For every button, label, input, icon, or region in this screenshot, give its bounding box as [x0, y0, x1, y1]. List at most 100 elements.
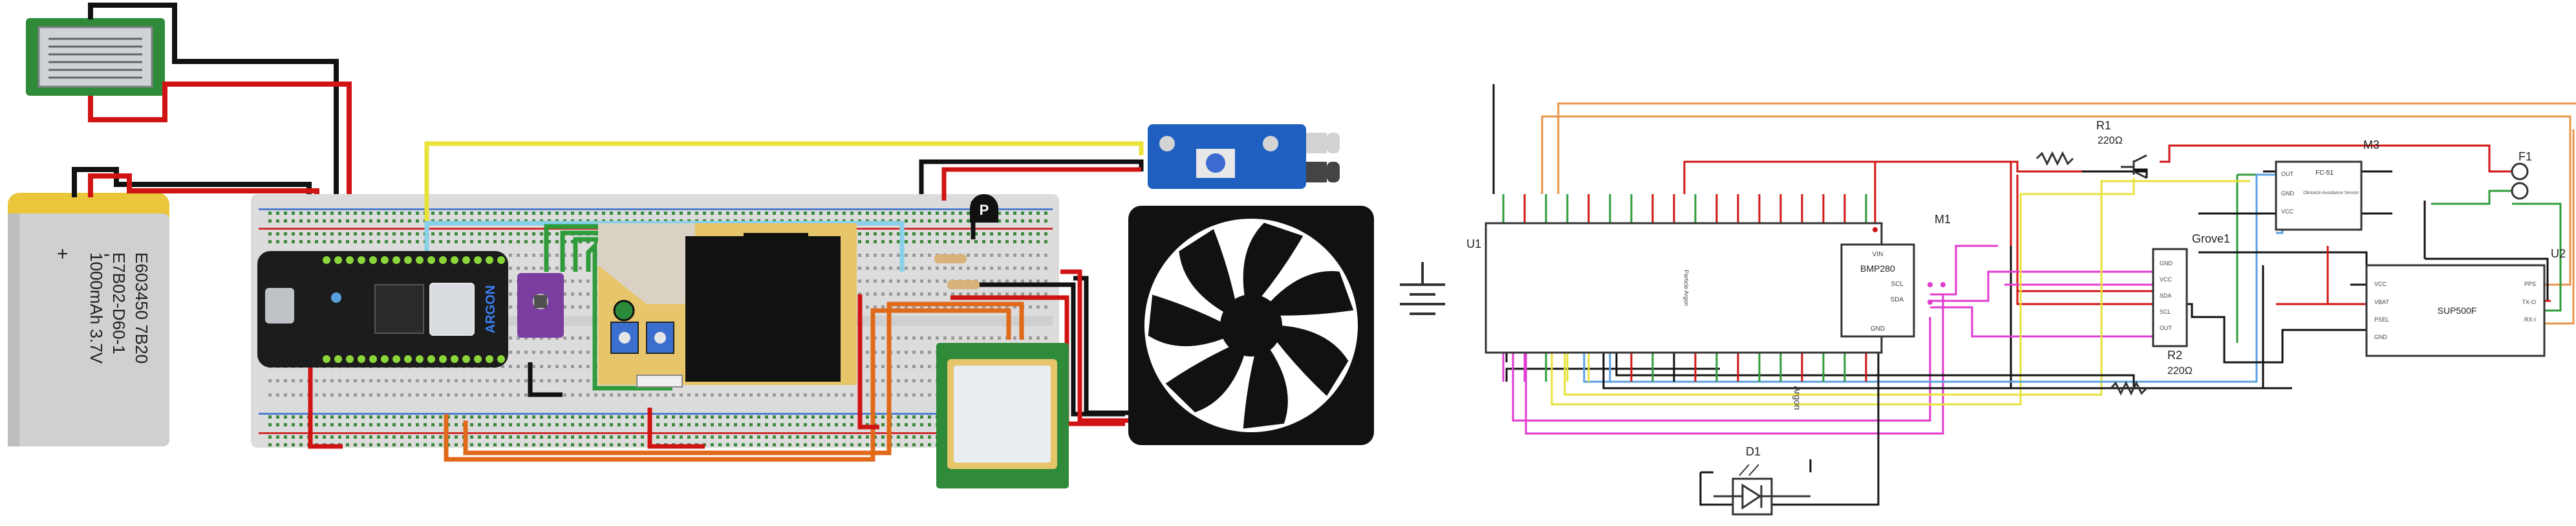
breadboard-hole	[416, 435, 419, 439]
breadboard-hole	[633, 415, 636, 419]
breadboard-hole	[928, 351, 931, 354]
breadboard-hole	[470, 443, 473, 446]
breadboard-hole	[1013, 279, 1016, 283]
breadboard-hole	[858, 267, 861, 270]
breadboard-hole	[734, 415, 737, 419]
breadboard-hole	[276, 219, 279, 223]
breadboard-hole	[586, 279, 590, 283]
breadboard-hole	[532, 240, 535, 243]
u2-pin-rxi: RX-I	[2524, 316, 2536, 323]
breadboard-hole	[509, 393, 512, 397]
breadboard-hole	[361, 219, 365, 223]
breadboard-hole	[858, 279, 861, 283]
u1-part: Particle Argon	[1683, 270, 1690, 306]
m1-pin-vin: VIN	[1873, 251, 1884, 258]
breadboard-hole	[555, 415, 559, 419]
breadboard-hole	[1005, 254, 1009, 257]
u2-part: SUP500F	[2438, 305, 2477, 316]
breadboard-hole	[912, 393, 916, 397]
breadboard-hole	[431, 212, 435, 215]
breadboard-hole	[586, 365, 590, 368]
r1-ref: R1	[2096, 119, 2111, 132]
breadboard-hole	[268, 379, 272, 382]
breadboard-hole	[765, 212, 768, 215]
breadboard-hole	[780, 423, 784, 426]
breadboard-hole	[687, 423, 691, 426]
breadboard-hole	[804, 212, 807, 215]
breadboard-hole	[307, 212, 310, 215]
breadboard-hole	[718, 443, 722, 446]
breadboard-hole	[416, 379, 419, 382]
breadboard-hole	[912, 305, 916, 309]
breadboard-hole	[299, 415, 303, 419]
m1-pin-scl: SCL	[1891, 281, 1904, 288]
breadboard-hole	[509, 279, 512, 283]
breadboard-hole	[268, 423, 272, 426]
breadboard-hole	[936, 212, 939, 215]
breadboard-hole	[928, 415, 931, 419]
breadboard-hole	[718, 393, 722, 397]
breadboard-hole	[532, 232, 535, 236]
breadboard-hole	[532, 423, 535, 426]
breadboard-hole	[400, 379, 403, 382]
breadboard-hole	[920, 292, 923, 296]
breadboard-hole	[680, 393, 683, 397]
breadboard-hole	[579, 292, 582, 296]
r1-resistor: R1 220Ω	[2035, 119, 2123, 166]
breadboard-hole	[594, 415, 597, 419]
breadboard-hole	[524, 435, 528, 439]
breadboard-hole	[548, 232, 551, 236]
breadboard-hole	[920, 267, 923, 270]
breadboard-hole	[408, 219, 411, 223]
breadboard-hole	[967, 212, 970, 215]
breadboard-hole	[571, 365, 574, 368]
breadboard-hole	[586, 212, 590, 215]
mcu-pin	[369, 256, 377, 264]
breadboard-hole	[835, 423, 838, 426]
breadboard-hole	[936, 292, 939, 296]
breadboard-hole	[563, 336, 566, 340]
breadboard-hole	[687, 415, 691, 419]
breadboard-hole	[594, 393, 597, 397]
breadboard-hole	[1036, 305, 1040, 309]
breadboard-hole	[912, 379, 916, 382]
breadboard-hole	[1013, 336, 1016, 340]
breadboard-hole	[330, 435, 334, 439]
mcu-pin	[474, 256, 482, 264]
breadboard-hole	[1044, 292, 1047, 296]
breadboard-hole	[548, 379, 551, 382]
breadboard-hole	[912, 351, 916, 354]
breadboard-hole	[299, 212, 303, 215]
breadboard-hole	[1005, 279, 1009, 283]
breadboard-hole	[881, 279, 885, 283]
breadboard-hole	[517, 254, 520, 257]
breadboard-hole	[517, 443, 520, 446]
mcu-pin	[474, 355, 482, 363]
breadboard-hole	[765, 435, 768, 439]
breadboard-hole	[850, 415, 853, 419]
breadboard-hole	[431, 232, 435, 236]
breadboard-hole	[905, 232, 908, 236]
breadboard-hole	[330, 379, 334, 382]
breadboard-hole	[773, 435, 776, 439]
breadboard-hole	[951, 267, 954, 270]
breadboard-hole	[338, 415, 341, 419]
breadboard-hole	[672, 423, 675, 426]
breadboard-hole	[936, 336, 939, 340]
breadboard-hole	[990, 254, 993, 257]
breadboard-hole	[315, 240, 318, 243]
breadboard-hole	[400, 240, 403, 243]
breadboard-hole	[905, 336, 908, 340]
breadboard-hole	[843, 423, 846, 426]
breadboard-hole	[579, 254, 582, 257]
breadboard-hole	[718, 212, 722, 215]
mcu-pin	[462, 355, 470, 363]
breadboard-hole	[408, 393, 411, 397]
breadboard-hole	[959, 232, 962, 236]
breadboard-hole	[524, 212, 528, 215]
breadboard-hole	[920, 232, 923, 236]
breadboard-hole	[486, 423, 489, 426]
breadboard-hole	[276, 443, 279, 446]
breadboard-hole	[897, 365, 900, 368]
r2-resistor: R2 220Ω	[2110, 349, 2193, 396]
